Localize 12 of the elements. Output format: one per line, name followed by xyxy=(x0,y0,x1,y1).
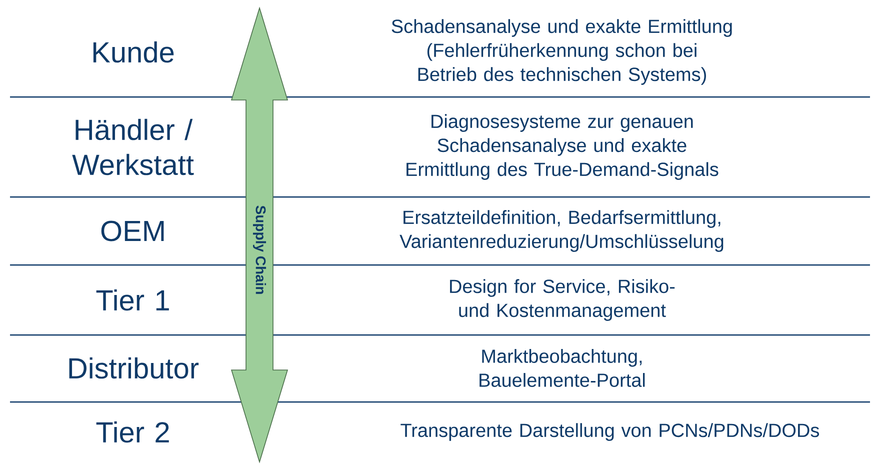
row-heading: Tier 2 xyxy=(96,421,169,443)
row-heading: Distributor xyxy=(69,357,199,379)
description: Design for Service, Risiko- und Kostenmanagement xyxy=(450,279,675,321)
row-heading: OEM xyxy=(101,220,164,242)
description: Diagnosesysteme zur genauen Schadensanalyse und exakte Ermittlung des True-Demand-Signals xyxy=(406,114,718,180)
description: Schadensanalyse und exakte Ermittlung (Fehlerfrüherkennung schon bei Betrieb des technischen Systems) xyxy=(392,19,732,85)
row-heading: Tier 1 xyxy=(96,289,169,311)
row-heading: Händler / Werkstatt xyxy=(72,118,194,176)
row-heading: Kunde xyxy=(93,41,174,63)
description: Transparente Darstellung von PCNs/PDNs/DODs xyxy=(400,423,820,441)
description: Marktbeobachtung, Bauelemente-Portal xyxy=(480,349,645,387)
description: Ersatzteildefinition, Bedarfsermittlung, Variantenreduzierung/Umschlüsselung xyxy=(400,210,724,252)
